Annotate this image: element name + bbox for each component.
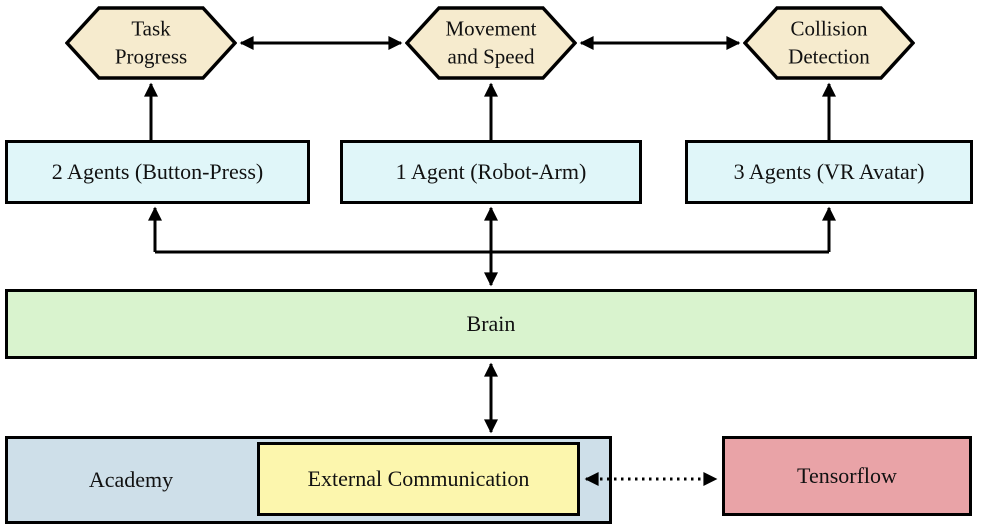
agent-robot-arm-box: 1 Agent (Robot-Arm) xyxy=(340,140,642,204)
hexagon-movement-speed: Movement and Speed xyxy=(405,6,577,80)
hexagon-shape xyxy=(405,6,577,80)
collision-detection-label: Collision Detection xyxy=(788,16,870,69)
brain-label: Brain xyxy=(466,311,516,336)
hexagon-task-progress: Task Progress xyxy=(65,6,237,80)
agent-robot-arm-label: 1 Agent (Robot-Arm) xyxy=(395,159,587,184)
agents-vr-avatar-label: 3 Agents (VR Avatar) xyxy=(733,159,925,184)
agents-vr-avatar-box: 3 Agents (VR Avatar) xyxy=(685,140,973,204)
task-progress-label: Task Progress xyxy=(114,16,188,69)
hexagon-collision-detection: Collision Detection xyxy=(743,6,915,80)
agents-button-press-label: 2 Agents (Button-Press) xyxy=(51,159,264,184)
agents-button-press-box: 2 Agents (Button-Press) xyxy=(5,140,310,204)
tensorflow-label: Tensorflow xyxy=(797,463,897,488)
external-communication-box: External Communication xyxy=(257,442,580,516)
tensorflow-box: Tensorflow xyxy=(722,436,972,516)
brain-box: Brain xyxy=(5,289,977,359)
movement-speed-label: Movement and Speed xyxy=(445,16,537,69)
academy-label: Academy xyxy=(88,467,174,492)
external-communication-label: External Communication xyxy=(307,466,530,491)
hexagon-shape xyxy=(65,6,237,80)
hexagon-shape xyxy=(743,6,915,80)
